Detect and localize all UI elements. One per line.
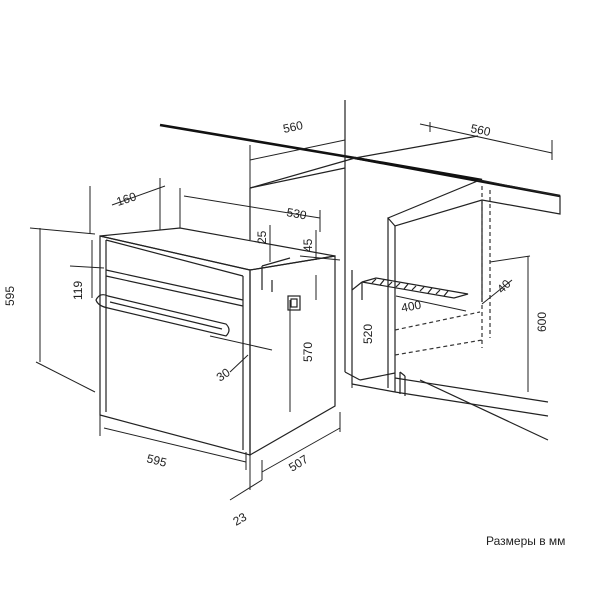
dim-top-gap: 25 xyxy=(255,230,269,244)
dim-side-inset: 45 xyxy=(301,238,315,252)
oven-top-face xyxy=(99,227,336,271)
dim-panel-depth: 160 xyxy=(115,189,139,209)
oven-body xyxy=(99,227,336,457)
mount-bracket-inner xyxy=(290,298,298,308)
oven-front-face xyxy=(99,235,251,456)
dim-niche-width-right: 560 xyxy=(469,121,492,139)
dim-bottom-depth: 507 xyxy=(286,452,311,475)
units-caption: Размеры в мм xyxy=(486,534,566,548)
dim-niche-depth-top: 560 xyxy=(282,118,305,136)
dim-niche-floor-height: 520 xyxy=(361,324,375,344)
dimension-labels: 560 560 160 530 25 45 595 119 570 30 595… xyxy=(3,118,549,529)
dim-width-total: 595 xyxy=(145,451,168,470)
dim-niche-height: 600 xyxy=(535,312,549,332)
right-niche xyxy=(351,179,561,441)
vent-strip xyxy=(361,277,469,299)
dim-front-thickness: 23 xyxy=(231,510,250,529)
dim-niche-floor-depth: 400 xyxy=(400,298,422,315)
niche-top-panel xyxy=(386,179,561,227)
dim-height-total: 595 xyxy=(3,286,17,306)
dim-control-panel-height: 119 xyxy=(71,281,85,300)
dim-handle-protrusion: 30 xyxy=(214,365,233,384)
dim-body-depth: 530 xyxy=(285,205,307,222)
dim-vent-gap: 40 xyxy=(494,277,514,297)
door-handle xyxy=(95,294,230,337)
mount-bracket xyxy=(287,295,301,311)
oven-side-face xyxy=(249,255,336,457)
dim-body-height: 570 xyxy=(301,342,315,362)
countertop-lines xyxy=(159,123,561,198)
dimension-lines xyxy=(29,122,553,501)
